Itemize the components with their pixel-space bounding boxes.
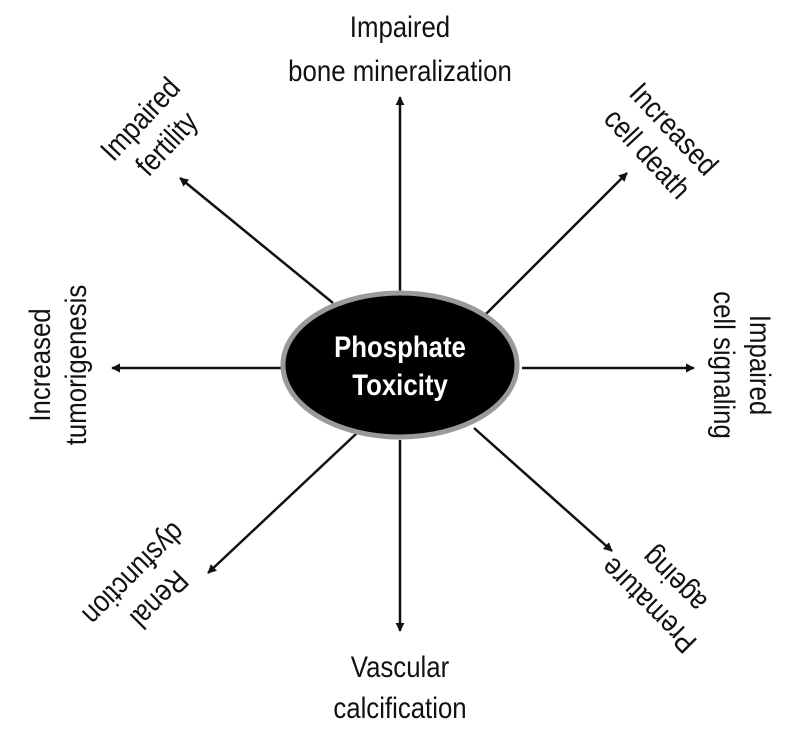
effect-cell-death: Increased cell death xyxy=(598,76,725,205)
vascular-label-line-1: Vascular xyxy=(351,650,449,683)
arrows xyxy=(111,96,695,632)
effect-vascular-calcification: Vascular calcification xyxy=(333,650,466,724)
vascular-label-line-2: calcification xyxy=(333,691,466,724)
center-line-2: Toxicity xyxy=(352,368,448,401)
effect-fertility: Impaired fertility xyxy=(94,71,204,182)
cell-signaling-label-line-1: Impaired xyxy=(744,315,777,415)
arrow-up-left xyxy=(179,177,334,304)
bone-label-line-1: Impaired xyxy=(350,10,450,43)
tumorigenesis-label-line-2: tumorigenesis xyxy=(59,285,92,446)
arrow-up-right xyxy=(485,172,628,315)
tumorigenesis-label-line-1: Increased xyxy=(23,308,56,421)
center-ellipse xyxy=(280,290,520,440)
effect-premature-ageing: Premature ageing xyxy=(594,541,713,660)
center-line-1: Phosphate xyxy=(334,330,466,363)
effect-cell-signaling: Impaired cell signaling xyxy=(708,291,777,439)
effect-bone-mineralization: Impaired bone mineralization xyxy=(288,10,512,87)
bone-label-line-2: bone mineralization xyxy=(288,54,512,87)
effect-tumorigenesis: Increased tumorigenesis xyxy=(23,285,92,446)
arrow-down-right xyxy=(473,427,613,552)
cell-signaling-label-line-2: cell signaling xyxy=(708,291,741,439)
arrow-down-left xyxy=(207,432,358,574)
effect-renal-dysfunction: Renal dysfunction xyxy=(76,516,195,635)
center-node: Phosphate Toxicity xyxy=(280,290,520,440)
